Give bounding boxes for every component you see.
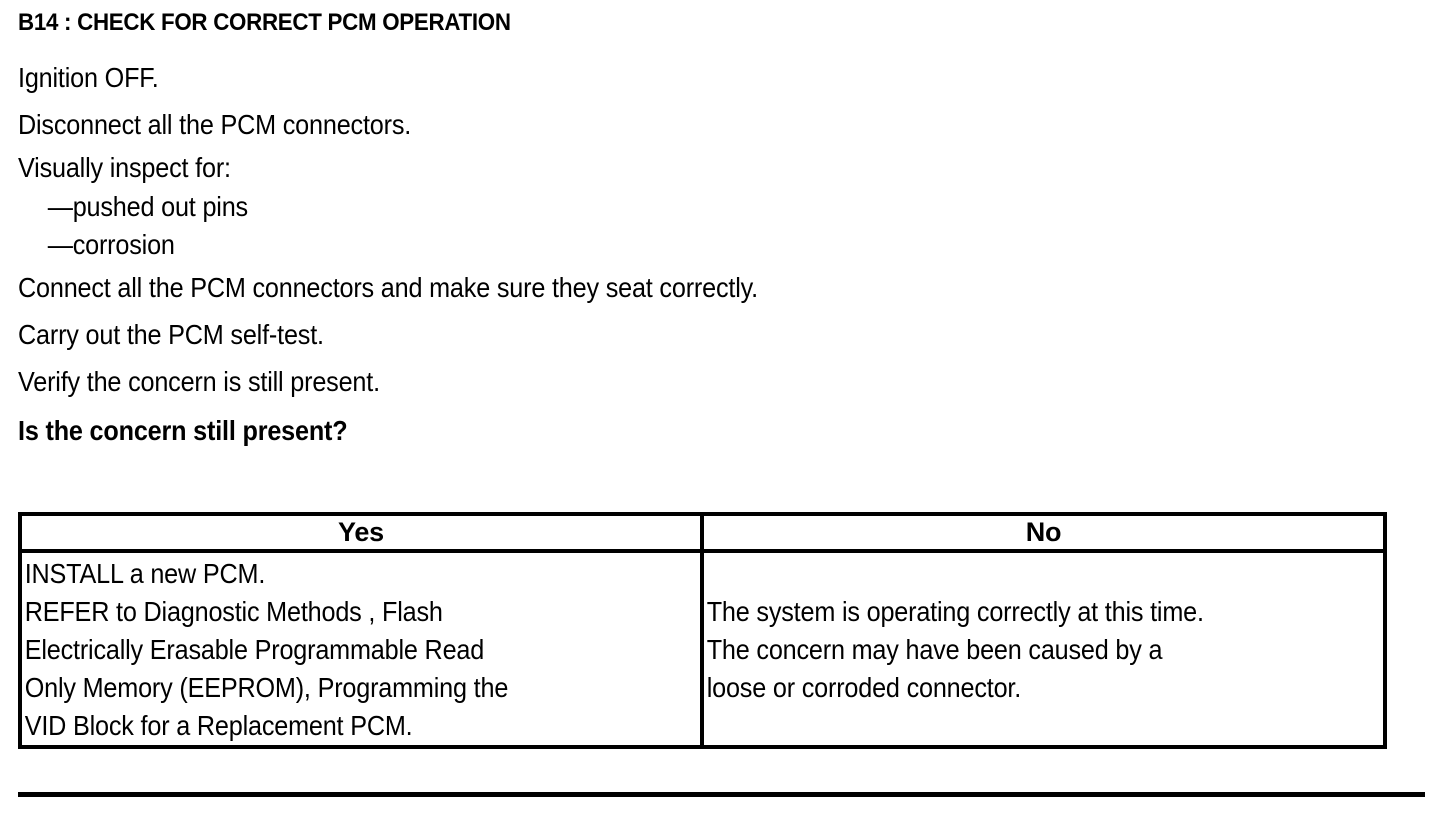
instruction-line-6: Verify the concern is still present. xyxy=(18,366,380,397)
step-heading: B14 : CHECK FOR CORRECT PCM OPERATION xyxy=(18,9,511,36)
table-cell-no: The system is operating correctly at thi… xyxy=(700,549,1387,749)
table-header-yes: Yes xyxy=(18,512,704,553)
instruction-bullet-corrosion: —corrosion xyxy=(47,229,175,260)
table-row: INSTALL a new PCM. REFER to Diagnostic M… xyxy=(18,549,1387,749)
decision-question: Is the concern still present? xyxy=(18,415,348,446)
table-cell-yes-text: INSTALL a new PCM. REFER to Diagnostic M… xyxy=(24,558,509,741)
footer-rule xyxy=(18,792,1425,797)
decision-table: Yes No INSTALL a new PCM. REFER to Diagn… xyxy=(18,512,1387,749)
table-header-row: Yes No xyxy=(18,512,1387,553)
instruction-line-2: Disconnect all the PCM connectors. xyxy=(18,109,412,140)
instruction-line-4: Connect all the PCM connectors and make … xyxy=(18,272,758,303)
instruction-line-3: Visually inspect for: xyxy=(18,152,231,183)
table-header-no: No xyxy=(700,512,1387,553)
instruction-line-5: Carry out the PCM self-test. xyxy=(18,319,324,350)
table-cell-yes: INSTALL a new PCM. REFER to Diagnostic M… xyxy=(18,549,704,749)
table-cell-no-text: The system is operating correctly at thi… xyxy=(706,596,1204,703)
instruction-line-1: Ignition OFF. xyxy=(18,62,159,93)
instruction-list: Ignition OFF. Disconnect all the PCM con… xyxy=(18,54,1408,457)
instruction-bullet-pushed-out-pins: —pushed out pins xyxy=(47,191,248,222)
